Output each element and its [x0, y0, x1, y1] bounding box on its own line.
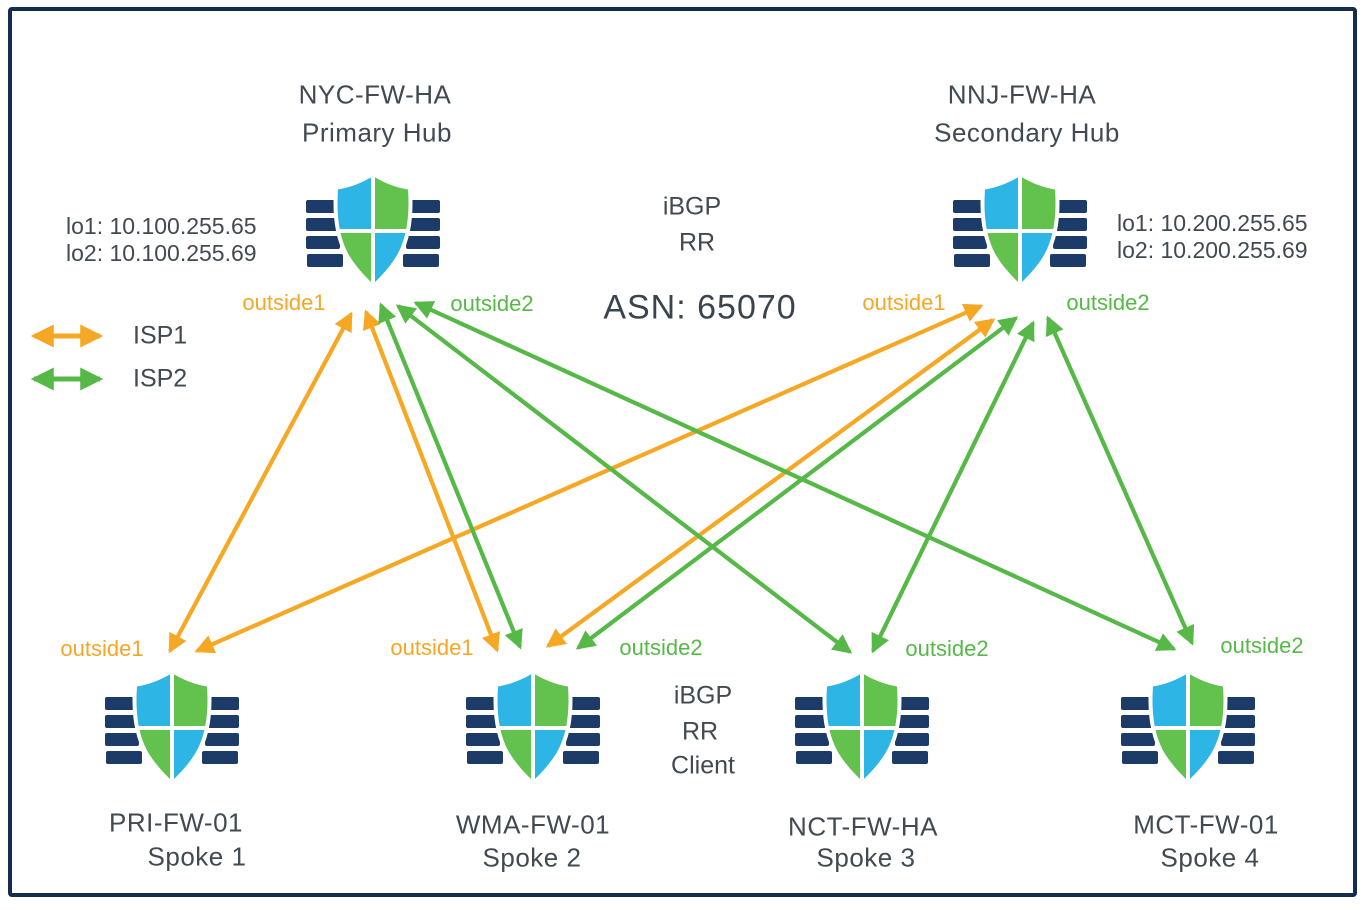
nyc-hub-title: NYC-FW-HA: [298, 79, 452, 110]
spoke1-subtitle: Spoke 1: [147, 841, 247, 872]
link-nnj-spoke3-isp2: [871, 320, 1035, 654]
nnj-hub-subtitle: Secondary Hub: [934, 117, 1120, 148]
nnj-loopback2: lo2: 10.200.255.69: [1117, 237, 1308, 263]
link-nyc-spoke2-isp1: [362, 309, 501, 653]
nnj-loopback1: lo1: 10.200.255.65: [1117, 210, 1308, 236]
nyc-hub-subtitle: Primary Hub: [302, 117, 452, 148]
link-nyc-spoke2-isp2: [378, 302, 523, 650]
legend-isp1-label: ISP1: [133, 321, 188, 350]
spoke2-outside2-label: outside2: [619, 635, 703, 660]
nyc-loopback2: lo2: 10.100.255.69: [66, 240, 257, 266]
firewall-icon-nyc: [303, 173, 443, 289]
link-nnj-spoke4-isp2: [1045, 315, 1195, 646]
nyc-loopback1: lo1: 10.100.255.65: [66, 213, 257, 239]
nyc-outside2-label: outside2: [450, 291, 534, 316]
firewall-icon-spoke4: [1118, 670, 1258, 786]
spoke2-outside1-label: outside1: [390, 635, 474, 660]
nnj-hub-title: NNJ-FW-HA: [947, 79, 1097, 110]
ibgp-client-line2: RR: [681, 717, 719, 746]
firewall-icon-nnj: [950, 173, 1090, 289]
nnj-outside2-label: outside2: [1066, 290, 1150, 315]
asn-label: ASN: 65070: [603, 288, 797, 327]
firewall-icon-spoke2: [463, 670, 603, 786]
spoke1-outside1-label: outside1: [60, 636, 144, 661]
ibgp-client-line1: iBGP: [673, 681, 733, 710]
nnj-outside1-label: outside1: [862, 290, 946, 315]
spoke4-title: MCT-FW-01: [1133, 809, 1279, 840]
link-nyc-spoke1-isp1: [168, 311, 353, 654]
spoke3-outside2-label: outside2: [905, 636, 989, 661]
legend-isp2-label: ISP2: [133, 364, 188, 393]
link-nnj-spoke2-isp2: [575, 316, 1019, 650]
spoke2-subtitle: Spoke 2: [482, 842, 582, 873]
nyc-outside1-label: outside1: [242, 290, 326, 315]
link-nnj-spoke2-isp1: [545, 318, 996, 648]
ibgp-client-line3: Client: [671, 751, 735, 780]
nnj-loopbacks: lo1: 10.200.255.65 lo2: 10.200.255.69: [1117, 210, 1308, 264]
firewall-icon-spoke1: [102, 670, 242, 786]
ibgp-label: iBGP: [662, 192, 722, 221]
spoke3-title: NCT-FW-HA: [788, 811, 938, 842]
link-nnj-spoke1-isp1: [194, 303, 984, 654]
firewall-icon-spoke3: [792, 670, 932, 786]
spoke3-subtitle: Spoke 3: [816, 842, 916, 873]
spoke4-outside2-label: outside2: [1220, 633, 1304, 658]
rr-label: RR: [678, 228, 716, 257]
spoke2-title: WMA-FW-01: [455, 809, 611, 840]
link-nyc-spoke4-isp2: [413, 301, 1177, 651]
link-nyc-spoke3-isp2: [395, 304, 853, 654]
spoke1-title: PRI-FW-01: [108, 807, 244, 838]
spoke4-subtitle: Spoke 4: [1160, 842, 1260, 873]
nyc-loopbacks: lo1: 10.100.255.65 lo2: 10.100.255.69: [66, 213, 257, 267]
